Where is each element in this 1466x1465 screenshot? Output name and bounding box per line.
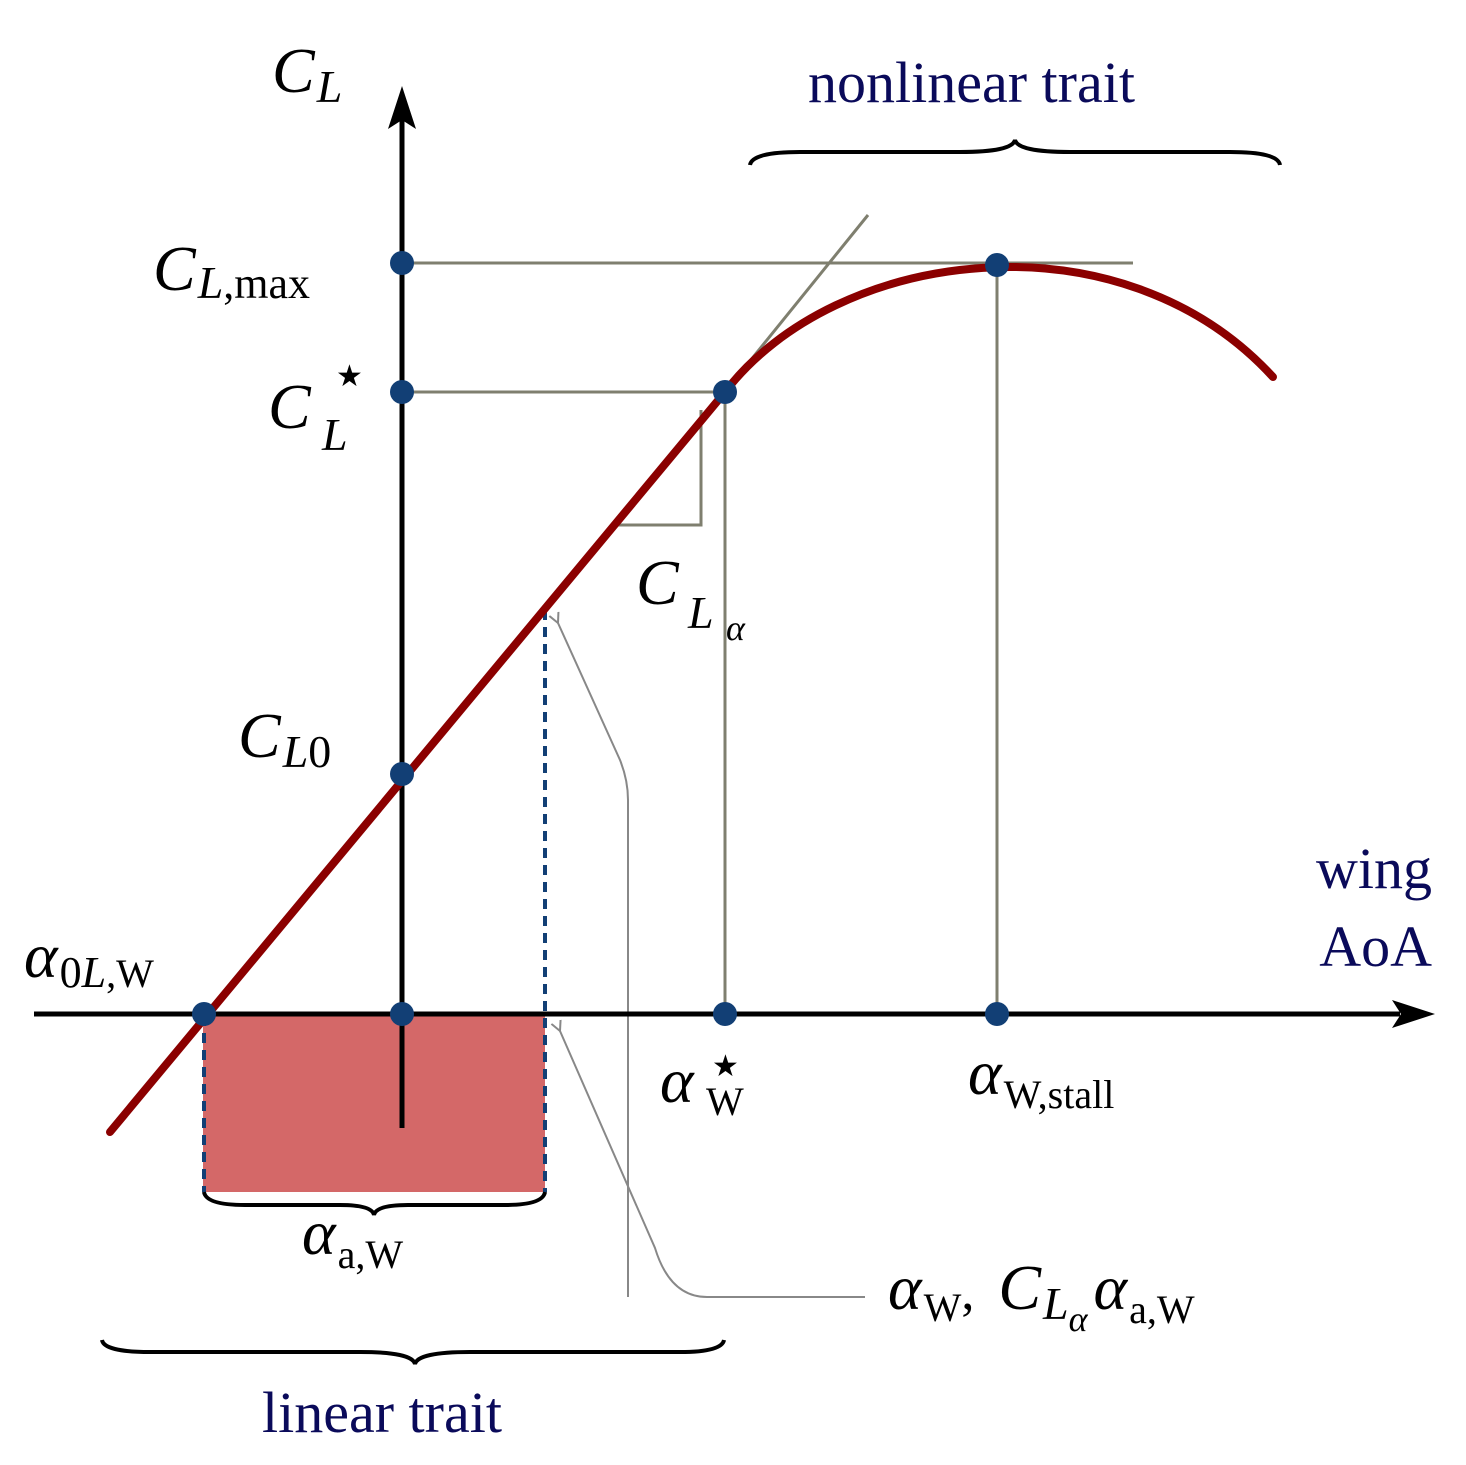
alpha-star-point (713, 1002, 737, 1026)
cl-star-star: ★ (336, 360, 363, 393)
cl-star-sub: L (321, 409, 348, 460)
cla-label: C (636, 547, 680, 618)
y-axis-arrowhead (388, 86, 416, 129)
origin-point (390, 1002, 414, 1026)
slope-triangle (617, 410, 703, 527)
alpha-star-label: α (660, 1045, 695, 1116)
x-axis-label-line1: wing (1316, 836, 1432, 901)
alpha-stall-label: αW,stall (968, 1037, 1114, 1117)
y-axis-label: CL (272, 35, 342, 112)
callout-leader (560, 1031, 865, 1298)
stall-point-axis (985, 1002, 1009, 1026)
cl-star-point-axis (390, 380, 414, 404)
cl-max-label: CL,max (153, 233, 310, 308)
callout-leader-upper (558, 623, 629, 1297)
lift-curve (106, 263, 1277, 1136)
cla-subsub: α (726, 608, 746, 648)
linear-trait-label: linear trait (262, 1380, 502, 1445)
cl-star-point-curve (713, 380, 737, 404)
x-axis-label-line2: AoA (1319, 914, 1432, 979)
cl0-label: CL0 (238, 700, 331, 777)
alpha0l-label: α0L,W (24, 920, 154, 997)
callout-label: αW,CLααa,W (888, 1252, 1195, 1339)
alpha-a-label: αa,W (302, 1197, 403, 1277)
nonlinear-trait-label: nonlinear trait (808, 50, 1135, 115)
alpha-star-star: ★ (712, 1050, 739, 1083)
alpha-star-sub: W (706, 1079, 744, 1124)
cl0-point (390, 762, 414, 786)
alpha-a-region (203, 1014, 545, 1192)
cl-max-point-axis (390, 251, 414, 275)
linear-brace (100, 1339, 726, 1365)
cl-star-label: C (268, 371, 312, 442)
cla-sub: L (687, 587, 714, 638)
nonlinear-brace (748, 139, 1282, 166)
cl-max-point-curve (985, 253, 1009, 277)
alpha0l-point (192, 1002, 216, 1026)
alpha-a-brace (202, 1191, 547, 1216)
x-axis-arrowhead (1392, 1000, 1435, 1028)
